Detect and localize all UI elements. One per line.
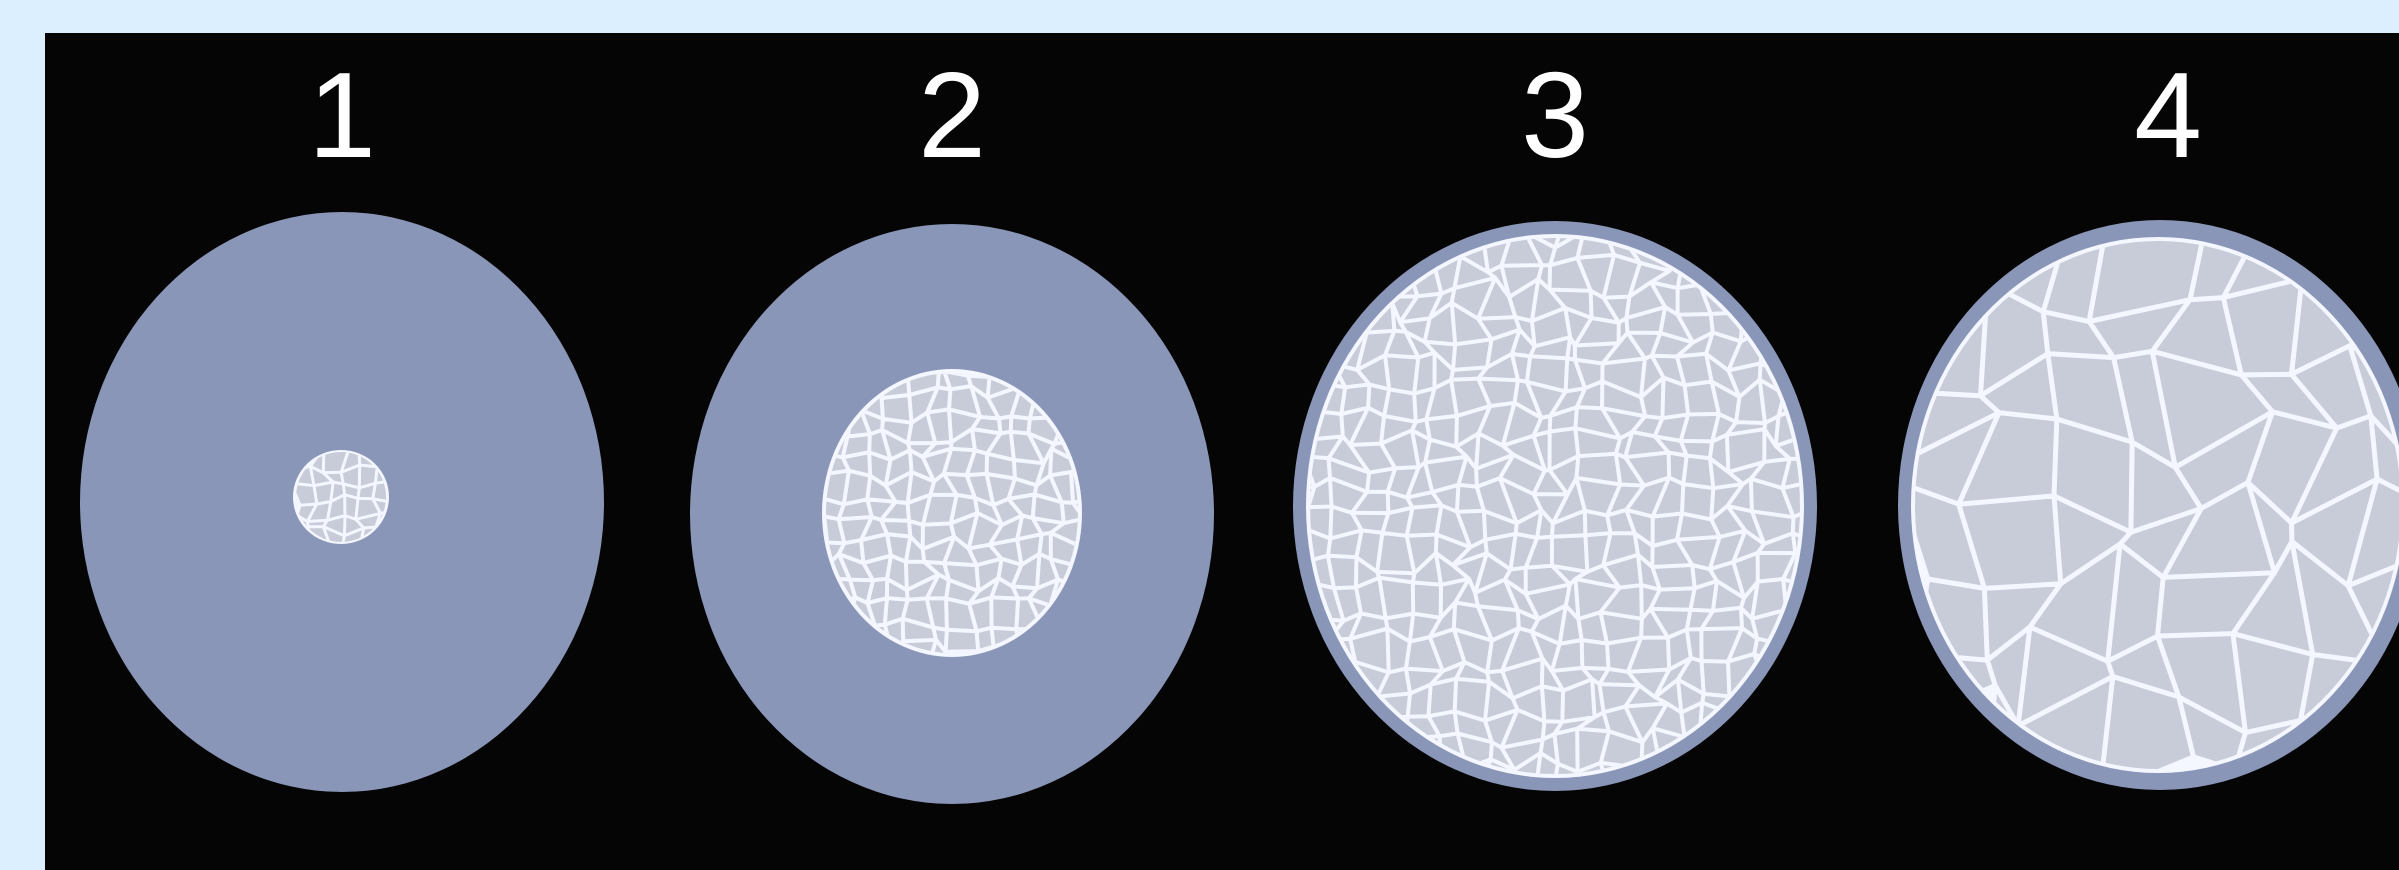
diagram-panel: 1 2 3 4: [45, 33, 2399, 870]
stage-3: 3: [1276, 47, 1845, 817]
stage-1-label: 1: [308, 47, 376, 183]
stage-3-label: 3: [1521, 47, 1589, 183]
stage-3-crystal-region: [1276, 206, 1845, 817]
crystallization-stages-diagram: 1 2 3 4: [45, 33, 2399, 870]
stage-3-cells: [1276, 206, 1845, 817]
crystal-grain-pattern: [1276, 206, 1845, 817]
stage-1: 1: [80, 47, 604, 792]
stage-2: 2: [690, 47, 1214, 804]
stage-4-label: 4: [2134, 47, 2202, 183]
stage-2-label: 2: [918, 47, 986, 183]
stage-4: 4: [1892, 47, 2399, 796]
